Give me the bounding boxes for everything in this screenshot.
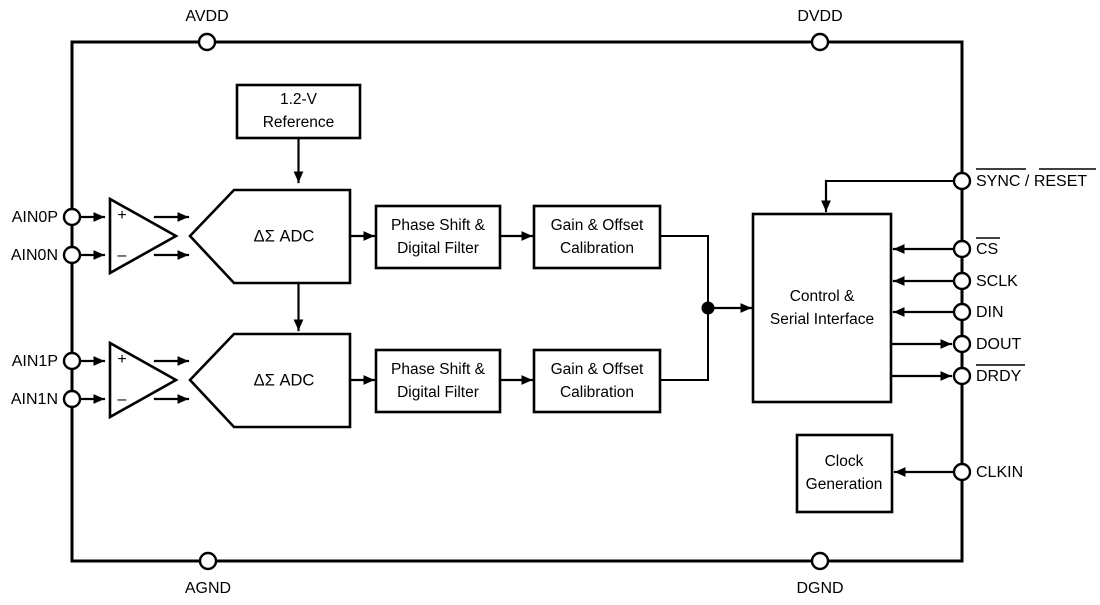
pin-din[interactable]: DIN — [952, 302, 1004, 321]
pga0-minus-label: – — [118, 247, 127, 264]
pin-agnd[interactable]: AGND — [185, 551, 231, 597]
pin-dvdd-label: DVDD — [797, 8, 842, 25]
control-label-line2: Serial Interface — [770, 311, 874, 328]
block-reference: 1.2-V Reference — [235, 83, 362, 140]
amplifier-pga1: + – — [108, 340, 179, 420]
amplifier-pga0: + – — [108, 196, 179, 276]
block-control: Control & Serial Interface — [751, 212, 893, 404]
block-calib0: Gain & Offset Calibration — [532, 204, 662, 270]
pin-ain0p[interactable]: AIN0P — [12, 207, 82, 226]
calibration-merge-bus — [660, 235, 753, 381]
calib1-label-line1: Gain & Offset — [551, 361, 644, 378]
calib0-label-line2: Calibration — [560, 240, 634, 257]
pin-avdd-label: AVDD — [185, 8, 228, 25]
block-adc1: ΔΣ ADC — [188, 332, 352, 429]
filter1-label-line2: Digital Filter — [397, 384, 479, 401]
pin-ain1n[interactable]: AIN1N — [11, 389, 82, 408]
block-filter0: Phase Shift & Digital Filter — [374, 204, 502, 270]
filter0-label-line1: Phase Shift & — [391, 217, 486, 234]
pin-drdy-label: DRDY — [976, 368, 1022, 385]
pin-ain1p-label: AIN1P — [12, 353, 58, 370]
reference-label-line2: Reference — [263, 114, 335, 131]
filter1-label-line1: Phase Shift & — [391, 361, 486, 378]
pin-agnd-label: AGND — [185, 580, 231, 597]
pin-sclk-label: SCLK — [976, 273, 1018, 290]
clock-label-line1: Clock — [825, 453, 864, 470]
pga0-plus-label: + — [117, 207, 126, 224]
wire-sync-reset — [821, 179, 954, 213]
pin-ain1n-label: AIN1N — [11, 391, 58, 408]
pin-dgnd-label: DGND — [796, 580, 843, 597]
pin-cs-label: CS — [976, 241, 998, 258]
block-calib1: Gain & Offset Calibration — [532, 348, 662, 414]
calib1-label-line2: Calibration — [560, 384, 634, 401]
pin-clkin-label: CLKIN — [976, 464, 1023, 481]
pin-dvdd[interactable]: DVDD — [797, 8, 843, 52]
pin-dout[interactable]: DOUT — [952, 334, 1022, 353]
pin-clkin[interactable]: CLKIN — [952, 462, 1023, 481]
pin-ain1p[interactable]: AIN1P — [12, 351, 82, 370]
adc0-label: ΔΣ ADC — [254, 227, 315, 245]
block-filter1: Phase Shift & Digital Filter — [374, 348, 502, 414]
pin-ain0p-label: AIN0P — [12, 209, 58, 226]
pin-dgnd[interactable]: DGND — [796, 551, 844, 597]
pga1-plus-label: + — [117, 351, 126, 368]
pin-sync-reset-label: SYNC / RESET — [976, 173, 1087, 190]
pin-sync-reset[interactable]: SYNC / RESET — [952, 168, 1096, 190]
block-adc0: ΔΣ ADC — [188, 188, 352, 285]
pin-ain0n[interactable]: AIN0N — [11, 245, 82, 264]
clock-label-line2: Generation — [806, 476, 883, 493]
pin-sclk[interactable]: SCLK — [952, 271, 1018, 290]
block-clock-generation: Clock Generation — [795, 433, 894, 514]
control-label-line1: Control & — [790, 288, 855, 305]
reference-label-line1: 1.2-V — [280, 91, 318, 108]
pin-drdy[interactable]: DRDY — [952, 364, 1025, 385]
pin-avdd[interactable]: AVDD — [185, 8, 229, 52]
calib0-label-line1: Gain & Offset — [551, 217, 644, 234]
pin-cs[interactable]: CS — [952, 237, 1000, 258]
pin-din-label: DIN — [976, 304, 1004, 321]
adc1-label: ΔΣ ADC — [254, 371, 315, 389]
pin-ain0n-label: AIN0N — [11, 247, 58, 264]
pga1-minus-label: – — [118, 391, 127, 408]
pin-dout-label: DOUT — [976, 336, 1022, 353]
filter0-label-line2: Digital Filter — [397, 240, 479, 257]
